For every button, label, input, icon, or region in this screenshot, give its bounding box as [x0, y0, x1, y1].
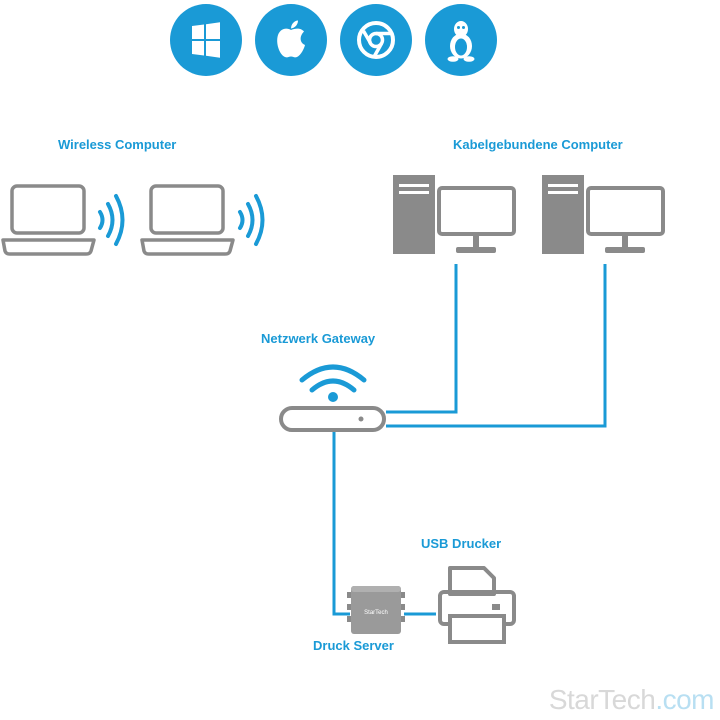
- network-gateway-label: Netzwerk Gateway: [261, 331, 376, 346]
- linux-icon: [425, 4, 497, 76]
- wifi-signal-dot: [328, 392, 338, 402]
- print-server-brand: StarTech: [364, 610, 388, 616]
- print-server-label: Druck Server: [313, 638, 394, 653]
- router-icon: [279, 406, 386, 432]
- connection-lines: [332, 264, 607, 616]
- wifi-signal-icon: [299, 364, 367, 393]
- apple-icon: [255, 4, 327, 76]
- desktop-computer-icon: [393, 175, 516, 254]
- usb-printer-label: USB Drucker: [421, 536, 502, 551]
- wifi-waves-icon: [238, 194, 265, 246]
- wired-computer-label: Kabelgebundene Computer: [453, 137, 623, 152]
- startech-logo: StarTech.com: [548, 684, 715, 716]
- watermark-suffix: .com: [655, 684, 714, 715]
- wireless-computer-label: Wireless Computer: [58, 137, 177, 152]
- windows-icon: [170, 4, 242, 76]
- print-server-icon: StarTech: [347, 586, 405, 634]
- gateway-server-link: [332, 432, 350, 616]
- wired-pc1-link: [386, 264, 458, 414]
- laptop-icon: [140, 184, 235, 256]
- wired-pc2-link: [386, 264, 607, 428]
- desktop-computer-icon: [542, 175, 665, 254]
- chrome-icon: [340, 4, 412, 76]
- wifi-waves-icon: [98, 194, 125, 246]
- laptop-icon: [1, 184, 96, 256]
- watermark-brand: StarTech: [548, 684, 656, 715]
- printer-icon: [438, 566, 516, 644]
